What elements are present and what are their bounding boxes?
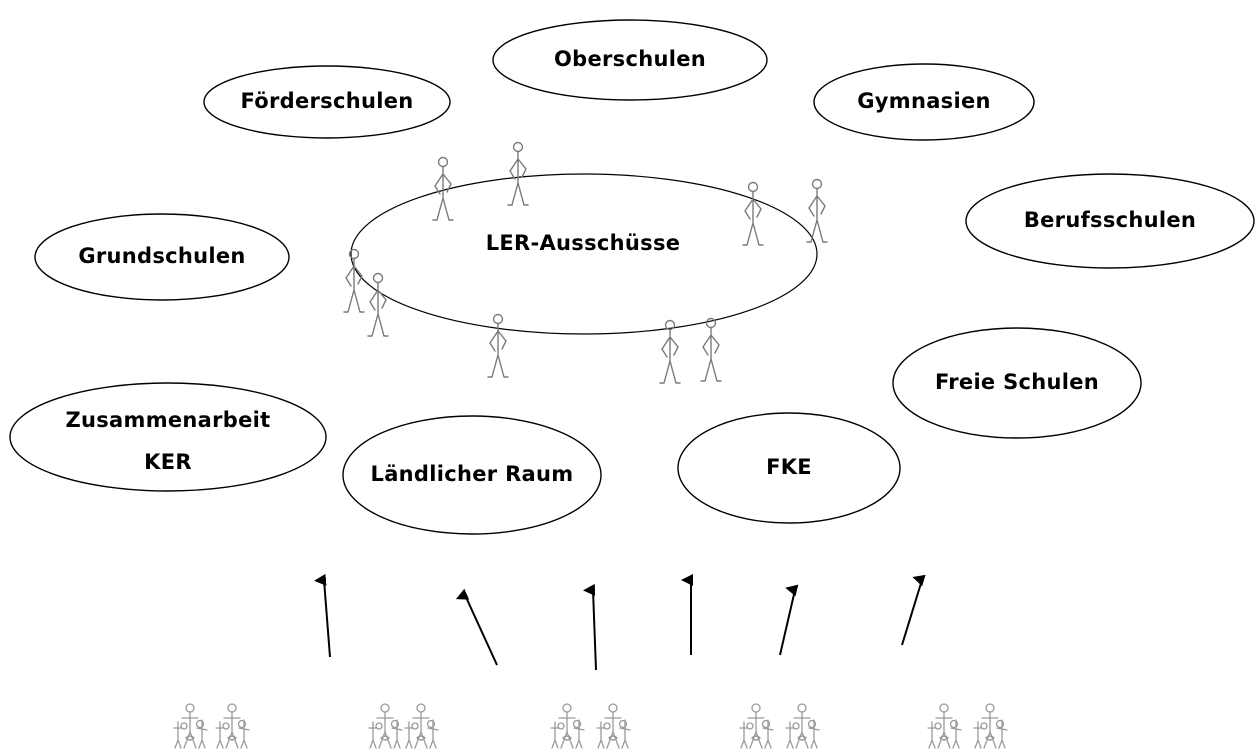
crowd-icon	[368, 703, 439, 749]
committee-members	[343, 141, 828, 384]
stick-figure-icon	[806, 178, 828, 243]
arrow-up-icon	[314, 573, 331, 658]
arrow-up-icon	[779, 584, 799, 656]
node-label-fke: FKE	[766, 455, 812, 479]
center-label: LER-Ausschüsse	[486, 231, 681, 255]
stick-figure-icon	[742, 181, 764, 246]
node-label-laendlicher-raum: Ländlicher Raum	[371, 462, 574, 486]
node-oberschulen: Oberschulen	[492, 19, 768, 101]
crowd-icon	[173, 703, 250, 749]
node-freie-schulen: Freie Schulen	[892, 327, 1142, 439]
stick-figure-icon	[367, 272, 389, 337]
node-foerderschulen: Förderschulen	[203, 65, 451, 139]
node-label-berufsschulen: Berufsschulen	[1024, 208, 1196, 232]
node-label-foerderschulen: Förderschulen	[240, 89, 413, 113]
crowd-icon	[550, 703, 631, 749]
stick-figure-icon	[507, 141, 529, 206]
node-fke: FKE	[677, 412, 901, 524]
node-label-ker: KER	[144, 450, 192, 474]
stick-figure-icon	[659, 319, 681, 384]
stick-figure-icon	[700, 317, 722, 382]
arrow-up-icon	[583, 583, 597, 671]
node-berufsschulen: Berufsschulen	[965, 173, 1255, 269]
crowd-icon	[739, 703, 820, 749]
node-label-zusammenarbeit: Zusammenarbeit	[65, 408, 270, 432]
node-label-gymnasien: Gymnasien	[857, 89, 991, 113]
node-grundschulen: Grundschulen	[34, 213, 290, 301]
arrow-up-icon	[901, 574, 926, 646]
arrows	[314, 573, 926, 671]
stick-figure-icon	[487, 313, 509, 378]
crowd-icon	[927, 703, 1008, 749]
center-node: LER-Ausschüsse	[350, 173, 818, 335]
node-laendlicher-raum: Ländlicher Raum	[342, 415, 602, 535]
arrow-up-icon	[455, 588, 498, 666]
node-zusammenarbeit-ker: Zusammenarbeit KER	[9, 382, 327, 492]
stick-figure-icon	[343, 248, 365, 313]
crowds	[173, 703, 1008, 749]
node-label-grundschulen: Grundschulen	[78, 244, 245, 268]
node-label-freie-schulen: Freie Schulen	[935, 370, 1099, 394]
node-label-oberschulen: Oberschulen	[554, 47, 706, 71]
node-gymnasien: Gymnasien	[813, 63, 1035, 141]
